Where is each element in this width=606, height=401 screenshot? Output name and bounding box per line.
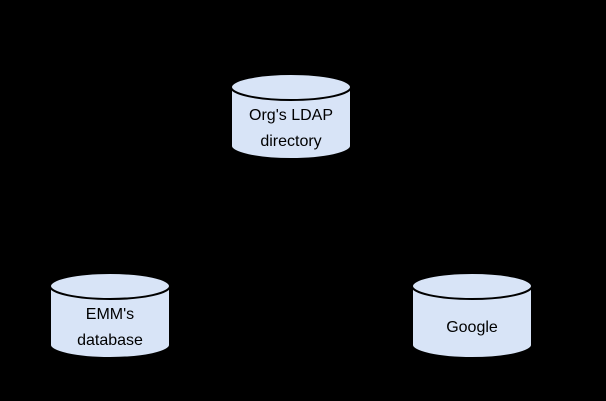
db-cylinder-emm-database: EMM's database xyxy=(49,272,171,359)
node-label-google: Google xyxy=(411,298,533,358)
database-cylinder-icon xyxy=(411,272,533,359)
node-label-ldap: Org's LDAP directory xyxy=(230,99,352,159)
database-cylinder-icon xyxy=(49,272,171,359)
database-cylinder-icon xyxy=(230,73,352,160)
node-label-emm: EMM's database xyxy=(49,298,171,358)
db-cylinder-google: Google xyxy=(411,272,533,359)
node-label-line: database xyxy=(77,332,143,349)
node-label-line: Google xyxy=(446,319,498,336)
node-label-line: Org's LDAP xyxy=(249,107,333,124)
node-label-line: EMM's xyxy=(85,306,135,323)
db-cylinder-ldap-directory: Org's LDAP directory xyxy=(230,73,352,160)
node-label-line: directory xyxy=(260,133,322,150)
